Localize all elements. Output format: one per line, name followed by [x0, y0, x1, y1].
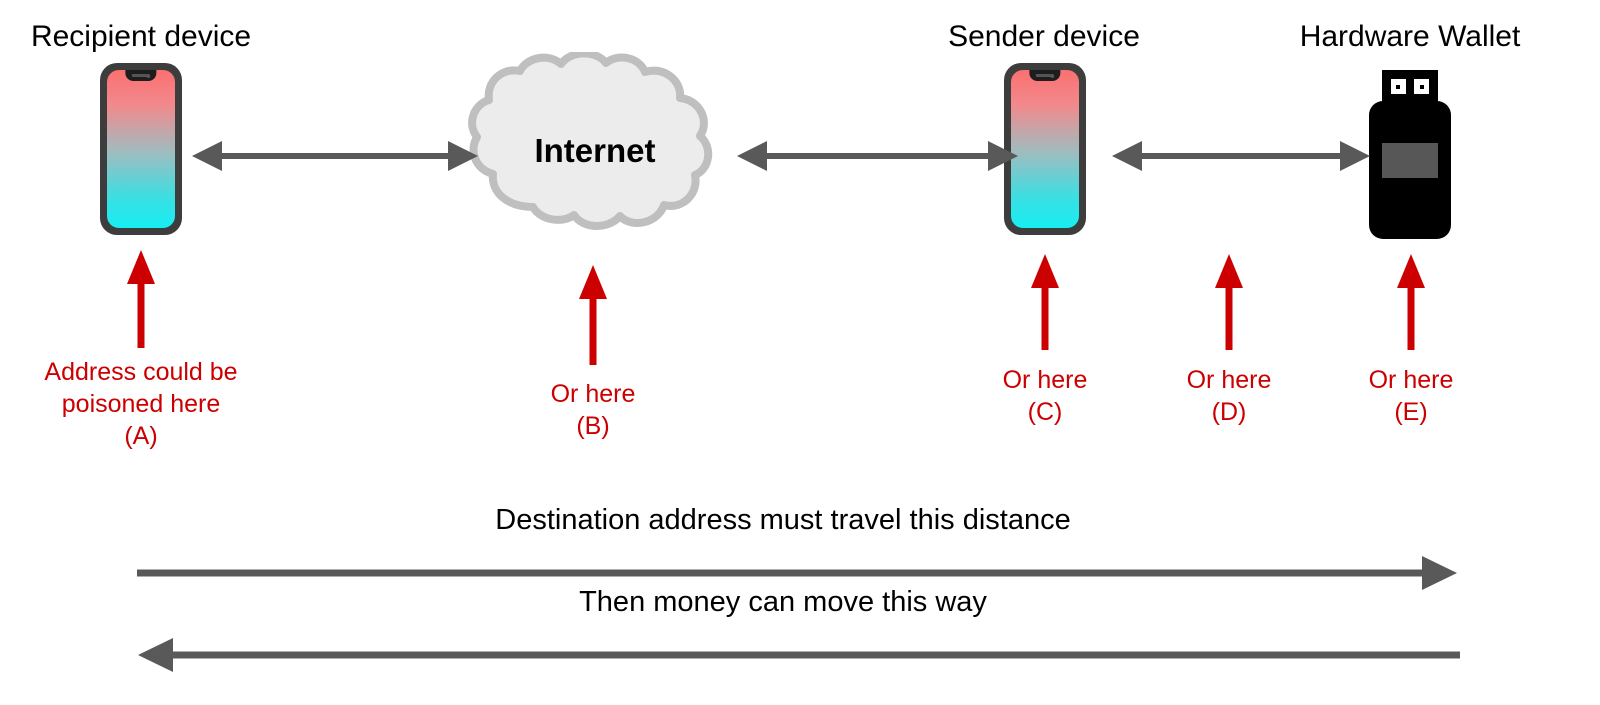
- link-internet-sender: [737, 141, 1018, 171]
- annotation-label-b: Or here (B): [550, 380, 636, 440]
- annotation-label-d: Or here (D): [1186, 366, 1272, 426]
- link-recipient-internet: [192, 141, 478, 171]
- sender-device-title: Sender device: [948, 20, 1140, 53]
- phone-speaker-icon: [1035, 74, 1052, 77]
- annotation-label-a: Address could be poisoned here (A): [44, 358, 238, 450]
- money-move-arrow: [138, 638, 1460, 672]
- address-travel-label: Destination address must travel this dis…: [495, 504, 1071, 536]
- money-move-label: Then money can move this way: [579, 586, 987, 618]
- sender-phone[interactable]: [1004, 63, 1086, 235]
- phone-speaker-icon: [131, 74, 148, 77]
- phone-camera-icon: [1050, 74, 1055, 78]
- cloud-icon: [468, 52, 713, 230]
- hardware-wallet-title: Hardware Wallet: [1299, 20, 1521, 53]
- recipient-phone-screen: [107, 70, 175, 228]
- usb-pad-right-icon: [1414, 79, 1430, 94]
- address-travel-arrow: [137, 556, 1457, 590]
- usb-connector-icon: [1382, 70, 1438, 103]
- internet-cloud[interactable]: Internet: [455, 52, 735, 237]
- annotation-arrow-a: [127, 250, 155, 348]
- annotation-arrow-b: [579, 265, 607, 365]
- wallet-display-screen: [1382, 143, 1438, 178]
- link-sender-wallet: [1112, 141, 1370, 171]
- annotation-label-e: Or here (E): [1368, 366, 1454, 426]
- annotation-arrow-e: [1397, 254, 1425, 350]
- recipient-phone[interactable]: [100, 63, 182, 235]
- internet-cloud-label: Internet: [534, 132, 656, 169]
- usb-pad-left-icon: [1390, 79, 1406, 94]
- annotation-label-c: Or here (C): [1002, 366, 1088, 426]
- annotation-arrow-d: [1215, 254, 1243, 350]
- annotation-arrow-c: [1031, 254, 1059, 350]
- sender-phone-screen: [1011, 70, 1079, 228]
- phone-camera-icon: [146, 74, 151, 78]
- recipient-device-title: Recipient device: [30, 20, 252, 53]
